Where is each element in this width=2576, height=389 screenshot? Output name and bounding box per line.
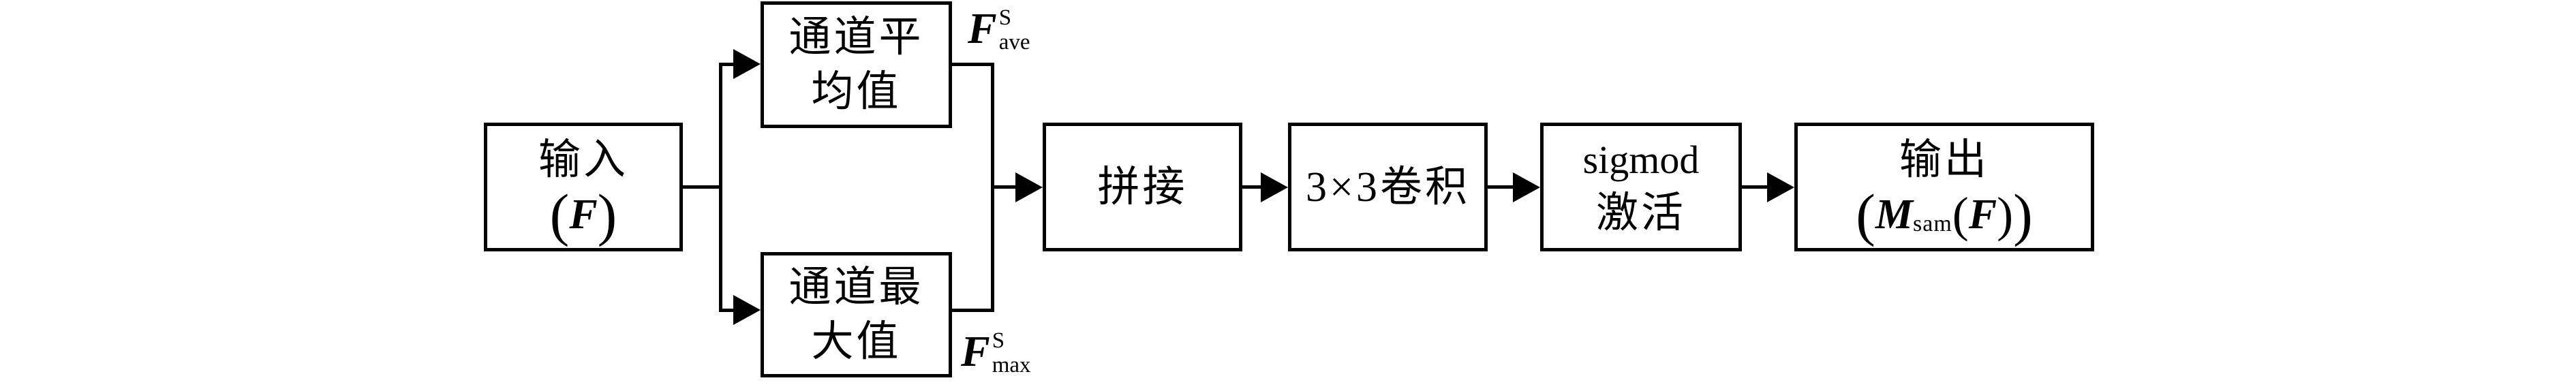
average-exit-line bbox=[951, 63, 994, 66]
sigmoid-line1: sigmod bbox=[1582, 137, 1700, 182]
output-var-f: F bbox=[1968, 191, 1997, 238]
input-output-connector-line bbox=[681, 185, 722, 189]
input-node: 输入 ( F ) bbox=[484, 123, 683, 251]
output-paren-outer-open: ( bbox=[1856, 181, 1875, 247]
arrowhead-to-channel-average-icon bbox=[733, 49, 761, 79]
merge-vertical-line bbox=[991, 63, 994, 312]
conv3x3-node: 3×3卷积 bbox=[1288, 123, 1488, 251]
f-ave-var: F bbox=[968, 4, 997, 52]
f-max-label: F S max bbox=[961, 327, 1031, 377]
arrowhead-to-concat-icon bbox=[1015, 172, 1043, 202]
output-node-formula: ( M sam ( F ) ) bbox=[1856, 181, 2033, 247]
f-ave-superscript: S bbox=[998, 5, 1012, 30]
arrowhead-to-output-icon bbox=[1767, 172, 1794, 202]
input-node-title: 输入 bbox=[538, 136, 628, 183]
output-var-m: M bbox=[1875, 191, 1914, 238]
concat-to-conv-line bbox=[1242, 185, 1262, 189]
concat-node: 拼接 bbox=[1043, 123, 1242, 251]
f-ave-supsub: S ave bbox=[999, 5, 1030, 55]
branch-split-vertical-line bbox=[719, 63, 722, 312]
output-node: 输出 ( M sam ( F ) ) bbox=[1794, 123, 2094, 251]
max-exit-line bbox=[951, 309, 994, 312]
output-sub-sam: sam bbox=[1913, 211, 1952, 236]
conv-to-sigmoid-line bbox=[1488, 185, 1514, 189]
channel-max-line2: 大值 bbox=[811, 319, 902, 365]
branch-to-average-line bbox=[719, 63, 735, 66]
branch-to-max-line bbox=[719, 309, 735, 312]
f-ave-subscript: ave bbox=[998, 30, 1030, 55]
concat-label: 拼接 bbox=[1097, 164, 1188, 211]
f-max-subscript: max bbox=[992, 353, 1031, 377]
channel-max-node: 通道最 大值 bbox=[761, 252, 952, 377]
f-ave-label: F S ave bbox=[968, 4, 1030, 55]
input-var-f: F bbox=[569, 191, 598, 238]
channel-average-line2: 均值 bbox=[811, 69, 902, 115]
sigmoid-to-output-line bbox=[1742, 185, 1768, 189]
channel-average-line1: 通道平 bbox=[788, 14, 924, 61]
conv3x3-label: 3×3卷积 bbox=[1306, 164, 1470, 211]
channel-max-line1: 通道最 bbox=[788, 264, 924, 311]
arrowhead-to-channel-max-icon bbox=[733, 295, 761, 325]
input-paren-close: ) bbox=[597, 181, 617, 247]
f-max-supsub: S max bbox=[992, 328, 1031, 377]
input-paren-open: ( bbox=[549, 181, 570, 247]
merge-to-concat-line bbox=[994, 185, 1017, 189]
channel-average-node: 通道平 均值 bbox=[761, 1, 952, 128]
output-paren-inner-close: ) bbox=[1997, 187, 2014, 242]
sigmoid-activation-node: sigmod 激活 bbox=[1540, 123, 1742, 251]
sigmoid-line2: 激活 bbox=[1595, 189, 1686, 236]
input-node-formula: ( F ) bbox=[549, 181, 617, 247]
output-paren-inner-open: ( bbox=[1952, 187, 1969, 242]
arrowhead-to-sigmoid-icon bbox=[1513, 172, 1540, 202]
f-max-var: F bbox=[961, 327, 990, 375]
output-node-title: 输出 bbox=[1899, 136, 1989, 183]
arrowhead-to-conv-icon bbox=[1261, 172, 1288, 202]
f-max-superscript: S bbox=[992, 328, 1005, 353]
output-paren-outer-close: ) bbox=[2013, 181, 2033, 247]
